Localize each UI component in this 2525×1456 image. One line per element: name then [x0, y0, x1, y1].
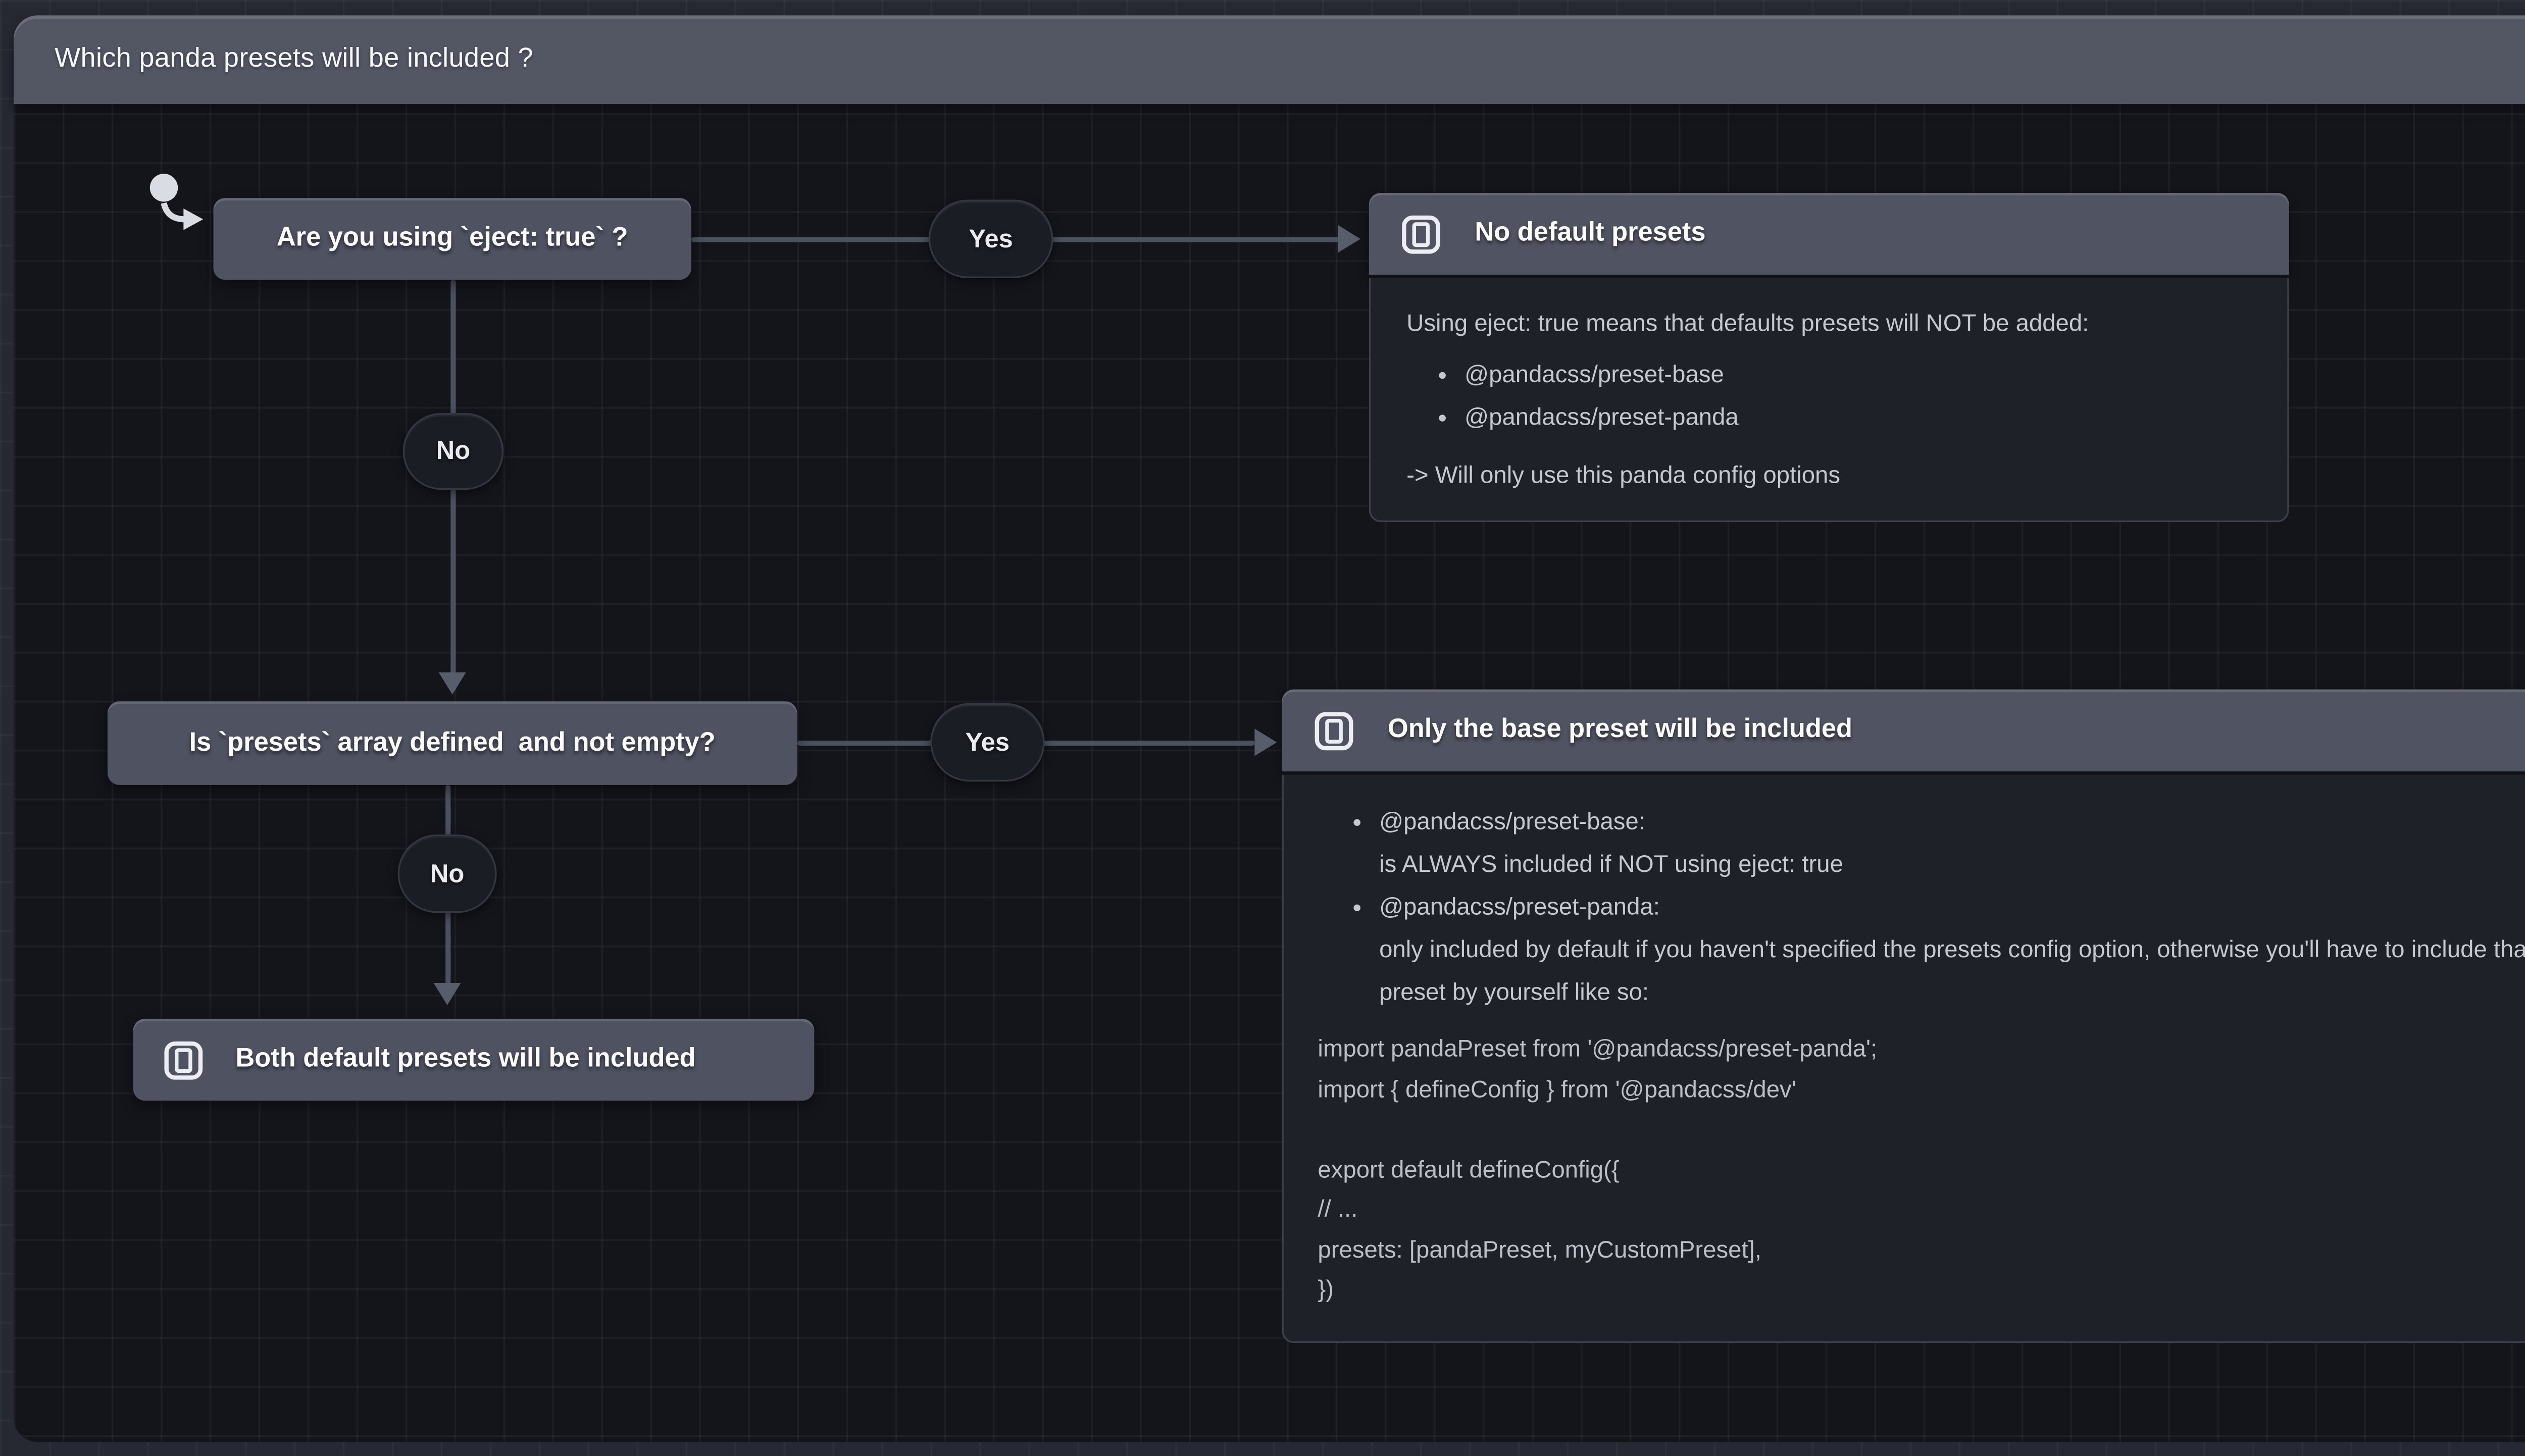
bullet-term: @pandacss/preset-panda: [1379, 892, 1660, 920]
bullet-term: @pandacss/preset-base: [1379, 807, 1645, 835]
box-base-preset-only-header: Only the base preset will be included [1282, 689, 2525, 775]
base-only-bullet-list: @pandacss/preset-base: is ALWAYS include… [1318, 800, 2525, 1014]
list-item: @pandacss/preset-panda [1464, 399, 2251, 434]
edge-label-eject-no[interactable]: No [402, 412, 504, 490]
box-no-default-presets-header: No default presets [1369, 192, 2289, 278]
code-line: // ... [1318, 1194, 1358, 1222]
node-presets-array-question-label: Is `presets` array defined and not empty… [189, 727, 716, 757]
page-title: Which panda presets will be included ? [55, 44, 533, 74]
edge-label-eject-yes[interactable]: Yes [928, 199, 1053, 278]
code-snippet: import pandaPreset from '@pandacss/prese… [1318, 1029, 2525, 1310]
node-eject-question[interactable]: Are you using `eject: true` ? [213, 198, 691, 280]
code-line: presets: [pandaPreset, myCustomPreset], [1318, 1234, 1761, 1262]
box-base-preset-only-body: @pandacss/preset-base: is ALWAYS include… [1282, 774, 2525, 1342]
box-base-preset-only-title: Only the base preset will be included [1388, 715, 1853, 744]
box-no-default-presets[interactable]: No default presets Using eject: true mea… [1369, 192, 2289, 522]
arrowhead-right-icon [1338, 224, 1360, 252]
arrowhead-right-icon [1254, 729, 1277, 756]
no-defaults-bullet-list: @pandacss/preset-base @pandacss/preset-p… [1406, 356, 2251, 434]
box-no-default-presets-body: Using eject: true means that defaults pr… [1369, 278, 2289, 522]
frame-icon [164, 1041, 203, 1079]
diagram-title-bar: Which panda presets will be included ? [14, 15, 2525, 105]
edge-label-presets-no-text: No [430, 859, 465, 889]
code-line [1318, 1109, 2525, 1149]
box-no-default-presets-title: No default presets [1475, 218, 1706, 248]
bullet-desc: is ALWAYS included if NOT using eject: t… [1379, 850, 1843, 877]
code-line: import pandaPreset from '@pandacss/prese… [1318, 1034, 1878, 1062]
code-line: import { defineConfig } from '@pandacss/… [1318, 1074, 1796, 1102]
edge-label-eject-yes-text: Yes [969, 224, 1013, 253]
frame-icon [1315, 711, 1353, 750]
arrowhead-down-icon [433, 982, 461, 1005]
list-item: @pandacss/preset-base: is ALWAYS include… [1379, 800, 2525, 886]
frame-icon [1402, 215, 1440, 253]
pointer-click-icon [149, 174, 204, 230]
arrowhead-down-icon [438, 672, 466, 695]
list-item: @pandacss/preset-panda: only included by… [1379, 886, 2525, 1014]
edge-label-eject-no-text: No [436, 437, 471, 466]
no-defaults-outro: -> Will only use this panda config optio… [1406, 459, 1841, 488]
bullet-desc: only included by default if you haven't … [1379, 935, 2525, 1005]
list-item: @pandacss/preset-base [1464, 356, 2251, 391]
node-both-presets-included-label: Both default presets will be included [235, 1044, 696, 1074]
node-both-presets-included[interactable]: Both default presets will be included [133, 1018, 815, 1101]
no-defaults-intro: Using eject: true means that defaults pr… [1406, 308, 2089, 336]
edge-label-presets-yes[interactable]: Yes [930, 703, 1045, 782]
node-presets-array-question[interactable]: Is `presets` array defined and not empty… [107, 701, 797, 785]
code-line: export default defineConfig({ [1318, 1154, 1620, 1182]
edge-label-presets-no[interactable]: No [397, 834, 497, 913]
edge-label-presets-yes-text: Yes [965, 727, 1010, 757]
node-eject-question-label: Are you using `eject: true` ? [276, 223, 628, 253]
code-line: }) [1318, 1274, 1334, 1303]
box-base-preset-only[interactable]: Only the base preset will be included @p… [1282, 689, 2525, 1342]
